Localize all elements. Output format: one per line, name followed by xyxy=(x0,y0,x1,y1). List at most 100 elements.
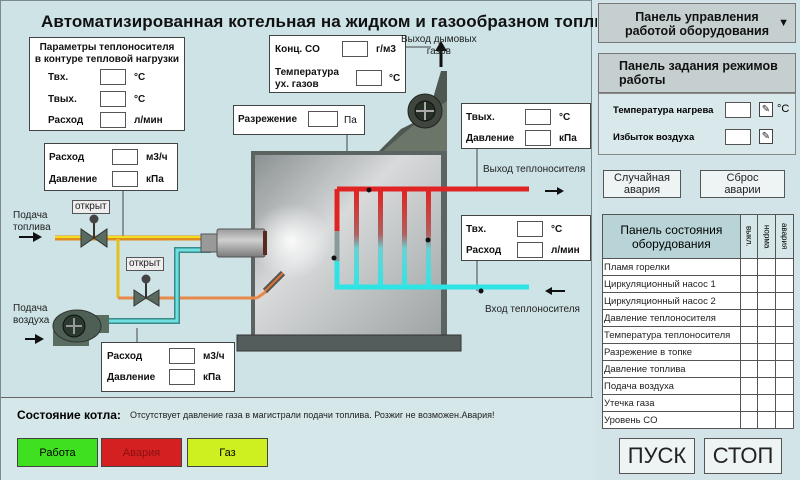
state-item-label: Пламя горелки xyxy=(602,258,741,276)
draft-panel: Разрежение Па xyxy=(233,105,365,135)
indicator-gas: Газ xyxy=(187,438,268,467)
draft-field xyxy=(308,111,338,127)
state-row: Разрежение в топке xyxy=(602,343,794,361)
burner xyxy=(216,228,266,258)
fuel-flow-field xyxy=(112,149,138,165)
state-row: Пламя горелки xyxy=(602,258,794,276)
field-label: Давление xyxy=(49,174,98,185)
unit-label: кПа xyxy=(146,174,164,185)
flue-temp-field xyxy=(356,70,382,86)
unit-label: м3/ч xyxy=(146,152,168,163)
state-indicator-failure xyxy=(775,394,794,412)
excess-air-label: Избыток воздуха xyxy=(613,132,695,143)
process-diagram xyxy=(19,41,565,352)
state-item-label: Уровень CO xyxy=(602,411,741,429)
inlet-temp-field xyxy=(517,221,543,237)
air-supply-label: Подача воздуха xyxy=(13,303,49,327)
state-item-label: Утечка газа xyxy=(602,394,741,412)
draft-label: Разрежение xyxy=(238,114,297,125)
excess-air-input[interactable] xyxy=(725,129,751,145)
random-failure-label-1: Случайная xyxy=(613,172,670,184)
panel-heading: в контуре тепловой нагрузки xyxy=(34,54,180,65)
t-in-field xyxy=(100,69,126,85)
air-in-arrow xyxy=(35,334,44,344)
state-row: Подача воздуха xyxy=(602,377,794,395)
air-supply-label-2: воздуха xyxy=(13,315,50,326)
status-label: Состояние котла: xyxy=(17,408,121,422)
state-indicator-off xyxy=(739,377,759,395)
state-indicator-off xyxy=(739,309,759,327)
flame xyxy=(251,203,331,279)
control-panel-header[interactable]: Панель управления работой оборудования ▼ xyxy=(598,3,796,43)
random-failure-label-2: авария xyxy=(623,184,661,196)
flow-field xyxy=(100,112,126,128)
fuel-valve-state: открыт xyxy=(72,200,110,214)
t-out-field xyxy=(100,91,126,107)
start-button[interactable]: ПУСК xyxy=(619,438,695,474)
pilot-valve xyxy=(133,289,147,307)
edit-excess-air-pencil-icon[interactable]: ✎ xyxy=(759,129,773,144)
outlet-temp-field xyxy=(525,109,551,125)
state-indicator-normal xyxy=(757,360,777,378)
state-indicator-failure xyxy=(775,343,794,361)
air-supply-label-1: Подача xyxy=(13,303,48,314)
state-indicator-failure xyxy=(775,309,794,327)
state-row: Температура теплоносителя xyxy=(602,326,794,344)
unit-label: л/мин xyxy=(134,115,163,126)
state-indicator-failure xyxy=(775,411,794,429)
state-indicator-failure xyxy=(775,275,794,293)
field-label: Расход xyxy=(49,152,85,163)
fuel-params-panel: Расход м3/ч Давление кПа xyxy=(44,143,178,191)
state-indicator-normal xyxy=(757,411,777,429)
state-indicator-off xyxy=(739,275,759,293)
field-label: Расход xyxy=(466,245,502,256)
state-indicator-off xyxy=(739,258,759,276)
col-normal: норма xyxy=(757,214,777,259)
state-indicator-off xyxy=(739,343,759,361)
inlet-flow-field xyxy=(517,242,543,258)
state-indicator-normal xyxy=(757,275,777,293)
field-label: Расход xyxy=(107,351,143,362)
edit-heat-temp-pencil-icon[interactable]: ✎ xyxy=(759,102,773,117)
pilot-valve-state: открыт xyxy=(126,257,164,271)
heat-load-params-panel: Параметры теплоносителя в контуре теплов… xyxy=(29,37,185,131)
state-indicator-normal xyxy=(757,309,777,327)
unit-label: °C xyxy=(777,103,790,115)
state-indicator-off xyxy=(739,360,759,378)
dropdown-arrow-icon[interactable]: ▼ xyxy=(778,17,789,29)
control-sidebar: Панель управления работой оборудования ▼… xyxy=(597,0,800,480)
heat-temp-input[interactable] xyxy=(725,102,751,118)
state-row: Давление теплоносителя xyxy=(602,309,794,327)
air-params-panel: Расход м3/ч Давление кПа xyxy=(101,342,235,392)
state-indicator-off xyxy=(739,326,759,344)
burner-nozzle xyxy=(200,233,218,253)
state-item-label: Циркуляционный насос 1 xyxy=(602,275,741,293)
furnace-base xyxy=(236,334,462,352)
unit-label: °C xyxy=(134,94,146,105)
flue-outlet-label-1: Выход дымовых xyxy=(401,34,477,45)
state-indicator-normal xyxy=(757,258,777,276)
reset-failure-label-1: Сброс xyxy=(726,172,759,184)
state-indicator-off xyxy=(739,411,759,429)
fuel-pressure-field xyxy=(112,171,138,187)
flue-outlet-label-2: газов xyxy=(426,46,451,57)
control-panel-title-2: работой оборудования xyxy=(624,24,770,38)
state-indicator-failure xyxy=(775,360,794,378)
stop-button[interactable]: СТОП xyxy=(704,438,782,474)
unit-label: °C xyxy=(389,73,401,84)
state-item-label: Давление теплоносителя xyxy=(602,309,741,327)
state-indicator-failure xyxy=(775,258,794,276)
field-label: Расход xyxy=(48,115,84,126)
co-field xyxy=(342,41,368,57)
state-item-label: Температура теплоносителя xyxy=(602,326,741,344)
state-indicator-failure xyxy=(775,326,794,344)
status-message: Отсутствует давление газа в магистрали п… xyxy=(130,410,495,420)
state-indicator-normal xyxy=(757,292,777,310)
co-label: Конц. CO xyxy=(275,44,320,55)
fuel-supply-label: Подача топлива xyxy=(13,210,51,234)
